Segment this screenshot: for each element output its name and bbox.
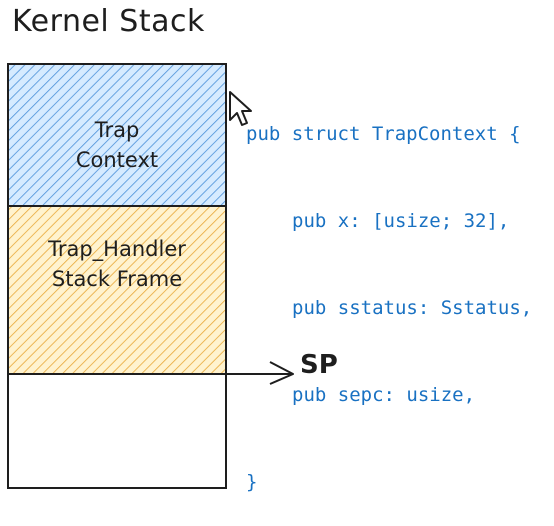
code-line: }	[246, 471, 258, 493]
mouse-cursor-icon	[229, 91, 252, 126]
sp-label: SP	[300, 350, 338, 380]
trap-context-struct-code: pub struct TrapContext { pub x: [usize; …	[246, 62, 532, 526]
kernel-stack-diagram	[7, 63, 294, 489]
sp-arrow	[226, 361, 294, 385]
code-line: pub struct TrapContext {	[246, 123, 521, 145]
trap-context-label: Trap Context	[8, 115, 226, 175]
code-line: pub sepc: usize,	[292, 384, 476, 406]
trap-handler-label-line: Trap_Handler	[48, 237, 186, 261]
code-line: pub x: [usize; 32],	[292, 210, 510, 232]
trap-context-label-line: Context	[75, 148, 159, 172]
trap-context-label-line: Trap	[94, 118, 140, 142]
trap-handler-label: Trap_Handler Stack Frame	[8, 234, 226, 294]
diagram-title: Kernel Stack	[12, 4, 205, 39]
trap-handler-stack-frame-block	[7, 205, 227, 375]
empty-stack-block	[7, 373, 227, 489]
trap-context-block	[7, 63, 227, 207]
trap-handler-label-line: Stack Frame	[51, 267, 183, 291]
code-line: pub sstatus: Sstatus,	[292, 297, 533, 319]
